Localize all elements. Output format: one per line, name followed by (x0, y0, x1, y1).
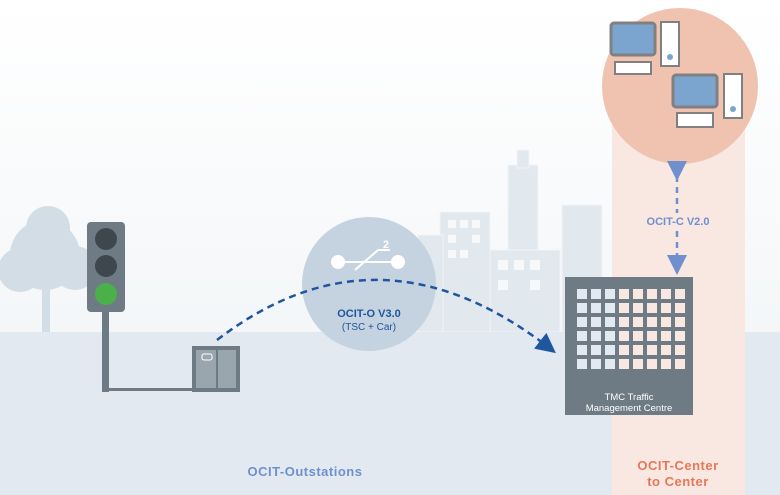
building-window (633, 317, 643, 327)
building-window (675, 303, 685, 313)
building-window (619, 317, 629, 327)
tree-icon (0, 206, 97, 332)
building-window (661, 359, 671, 369)
switch-number: 2 (383, 239, 389, 251)
building-window (661, 331, 671, 341)
building-window (619, 303, 629, 313)
building-window (647, 289, 657, 299)
building-window (619, 289, 629, 299)
building-window (647, 345, 657, 355)
building-window (675, 317, 685, 327)
building-window (633, 345, 643, 355)
building-window (661, 317, 671, 327)
building-window (633, 359, 643, 369)
building-window (605, 289, 615, 299)
building-window (647, 331, 657, 341)
building-window (675, 359, 685, 369)
ocit-c-label: OCIT-C V2.0 (647, 216, 710, 228)
building-window (619, 331, 629, 341)
desktop-computer-icon (609, 21, 680, 75)
building-window (675, 331, 685, 341)
building-window (675, 345, 685, 355)
building-window (633, 289, 643, 299)
desktop-computer-icon (671, 73, 743, 128)
ocit-o-subtitle: (TSC + Car) (342, 322, 396, 333)
building-window (577, 331, 587, 341)
controller-cabinet-icon (192, 346, 240, 392)
building-window (661, 289, 671, 299)
building-window (619, 345, 629, 355)
traffic-light-icon (87, 222, 195, 392)
building-window (647, 317, 657, 327)
building-window (605, 345, 615, 355)
building-window (675, 289, 685, 299)
building-window (577, 359, 587, 369)
switch-icon (331, 249, 405, 271)
building-window (605, 359, 615, 369)
building-window (577, 317, 587, 327)
ocit-o-title: OCIT-O V3.0 (337, 308, 401, 320)
building-window (605, 317, 615, 327)
building-windows (577, 289, 685, 369)
ocit-o-circle: 2 OCIT-O V3.0 (TSC + Car) (302, 217, 436, 351)
building-window (633, 331, 643, 341)
building-window (619, 359, 629, 369)
tmc-line2: Management Centre (586, 403, 673, 414)
building-window (591, 303, 601, 313)
computers-circle (602, 8, 758, 164)
building-window (605, 331, 615, 341)
building-window (591, 345, 601, 355)
tmc-line1: TMC Traffic (605, 392, 654, 403)
building-window (591, 359, 601, 369)
building-window (647, 359, 657, 369)
skyline-windows (448, 220, 540, 290)
building-window (591, 289, 601, 299)
building-window (591, 317, 601, 327)
building-window (633, 303, 643, 313)
ocit-o-arrow (216, 278, 556, 354)
building-window (577, 289, 587, 299)
building-window (647, 303, 657, 313)
building-window (661, 303, 671, 313)
building-window (605, 303, 615, 313)
c2c-label-line1: OCIT-Center (637, 458, 718, 473)
building-window (577, 345, 587, 355)
c2c-label-line2: to Center (647, 474, 709, 489)
tmc-building: TMC Traffic Management Centre (565, 277, 693, 415)
building-window (577, 303, 587, 313)
building-window (591, 331, 601, 341)
outstations-label: OCIT-Outstations (248, 464, 363, 479)
building-window (661, 345, 671, 355)
